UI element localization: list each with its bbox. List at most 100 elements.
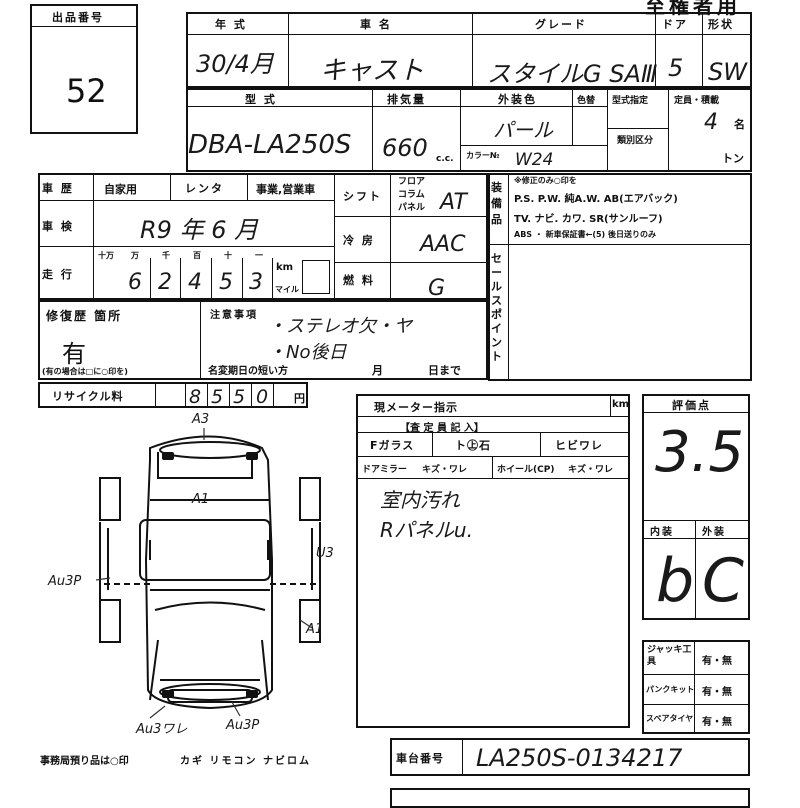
- recycle-unit: 円: [294, 392, 305, 405]
- mileage-digit-1: 6: [128, 270, 142, 295]
- recycle-digit-1: 8: [189, 386, 202, 408]
- mile-label: マイル: [275, 285, 299, 294]
- capacity-unit-persons: 名: [734, 118, 745, 131]
- repair-label: 修復歴 箇所: [46, 309, 123, 323]
- exterior-value: C: [702, 546, 744, 616]
- interior-value: b: [656, 546, 695, 616]
- damage-mark-au3p-left: Au3P: [48, 574, 82, 589]
- door-label: ドア: [662, 18, 688, 31]
- type-label: 型 式: [245, 93, 277, 106]
- model-label: 車 名: [360, 18, 392, 31]
- mileage-unit-10k: 万: [131, 251, 139, 260]
- notes-label: 注意事項: [210, 310, 258, 321]
- inspector-box: [356, 394, 630, 728]
- displacement-label: 排気量: [387, 93, 426, 106]
- deadline-label: 名変期日の短い方: [208, 366, 288, 377]
- fuel-value: G: [428, 276, 446, 301]
- mileage-unit-100k: 十万: [98, 251, 114, 260]
- equipment-box: [488, 173, 752, 381]
- spare-label: スペアタイヤ: [646, 714, 694, 723]
- km-mile-box: [302, 260, 330, 294]
- lot-number: 52: [66, 72, 107, 110]
- grade-label: グレード: [535, 18, 587, 31]
- recycle-label: リサイクル料: [52, 390, 124, 403]
- mileage-digit-2: 2: [158, 270, 172, 295]
- repair-notes-box: [38, 300, 488, 380]
- equipment-line-3: ABS ・ 新車保証書←(5) 後日送りのみ: [514, 230, 656, 239]
- damage-mark-u3: U3: [316, 546, 334, 561]
- inspector-remark-2: Rパネルu.: [380, 518, 473, 542]
- header-table: [186, 12, 752, 88]
- damage-mark-au3p-rear: Au3P: [226, 718, 260, 733]
- model-value: キャスト: [320, 56, 425, 86]
- damage-pointers: [95, 428, 313, 719]
- year-value: 30/4月: [196, 50, 274, 78]
- car-body-outline: [99, 435, 321, 710]
- wheel-options: キズ・ワレ: [568, 465, 614, 475]
- recycle-digit-3: 5: [233, 386, 246, 408]
- puncture-label: パンクキット: [646, 685, 695, 694]
- mileage-unit-100: 百: [193, 251, 201, 260]
- sales-point-label: セールスポイント: [491, 252, 502, 363]
- equipment-line-2: TV. ナビ. カワ. SR(サンルーフ): [514, 214, 663, 225]
- shift-column: コラム: [398, 190, 425, 200]
- exterior-label: 外装: [702, 527, 726, 538]
- type-value: DBA-LA250S: [188, 130, 352, 160]
- repair-note: (有の場合は□に○印を): [42, 367, 128, 376]
- equipment-label: 装備品: [491, 181, 502, 226]
- office-items: カギ リモコン ナビロム: [180, 756, 311, 767]
- spare-yes-no: 有・無: [702, 717, 732, 728]
- mileage-digit-3: 4: [188, 270, 202, 295]
- usage-options: 自家用: [104, 183, 137, 196]
- ac-label: 冷 房: [343, 234, 375, 247]
- inspection-value: R9 年 6 月: [140, 216, 259, 244]
- recycle-digit-4: 0: [256, 386, 269, 408]
- chassis-value: LA250S-0134217: [476, 744, 683, 772]
- color-change-label: 色替: [577, 96, 596, 106]
- equipment-line-1: P.S. P.W. 純A.W. AB(エアバック): [514, 194, 678, 205]
- equipment-note: ※修正のみ○印を: [514, 176, 577, 185]
- shape-label: 形状: [708, 18, 734, 31]
- shift-floor: フロア: [398, 177, 426, 187]
- mileage-label: 走 行: [42, 268, 74, 281]
- recycle-box: [38, 382, 308, 408]
- business-label: 事業,営業車: [256, 183, 316, 196]
- type-designation-label: 型式指定: [612, 96, 649, 106]
- tools-box: [642, 640, 750, 734]
- wheel-label: ホイール(CP): [497, 465, 555, 475]
- meter-unit: km: [612, 399, 630, 410]
- lot-label: 出品番号: [52, 11, 104, 24]
- shape-value: SW: [708, 58, 747, 86]
- displacement-unit: c.c.: [436, 154, 454, 164]
- damage-mark-au3-crack: Au3ワレ: [136, 722, 188, 737]
- puncture-yes-no: 有・無: [702, 687, 732, 698]
- jack-yes-no: 有・無: [702, 656, 732, 667]
- capacity-value: 4: [704, 110, 718, 135]
- color-label: 外装色: [498, 93, 537, 106]
- door-value: 5: [668, 54, 684, 82]
- shift-value: AT: [440, 190, 467, 215]
- mileage-unit-1k: 千: [162, 251, 170, 260]
- specs-table: [186, 88, 752, 172]
- mileage-digit-4: 5: [219, 270, 233, 295]
- shift-panel: パネル: [398, 203, 426, 213]
- inspector-remark-1: 室内汚れ: [380, 488, 460, 512]
- mileage-digit-5: 3: [249, 270, 263, 295]
- chassis-box: [390, 738, 750, 776]
- car-lights: [162, 452, 258, 698]
- meter-label: 現メーター指示: [374, 401, 458, 414]
- color-no-label: カラー№: [466, 151, 500, 160]
- year-label: 年 式: [215, 18, 247, 31]
- lot-box: [30, 4, 138, 134]
- history-table: [38, 173, 488, 300]
- recycle-digit-2: 5: [211, 386, 224, 408]
- rating-box: [642, 394, 750, 620]
- displacement-value: 660: [382, 134, 428, 162]
- ac-value: AAC: [420, 232, 466, 257]
- mirror-label: ドアミラー: [362, 465, 407, 475]
- damage-mark-a1-rear: A1: [306, 622, 324, 637]
- jack-label: ジャッキ工具: [647, 645, 692, 667]
- chassis-label: 車台番号: [396, 752, 444, 765]
- color-no-value: W24: [515, 150, 554, 170]
